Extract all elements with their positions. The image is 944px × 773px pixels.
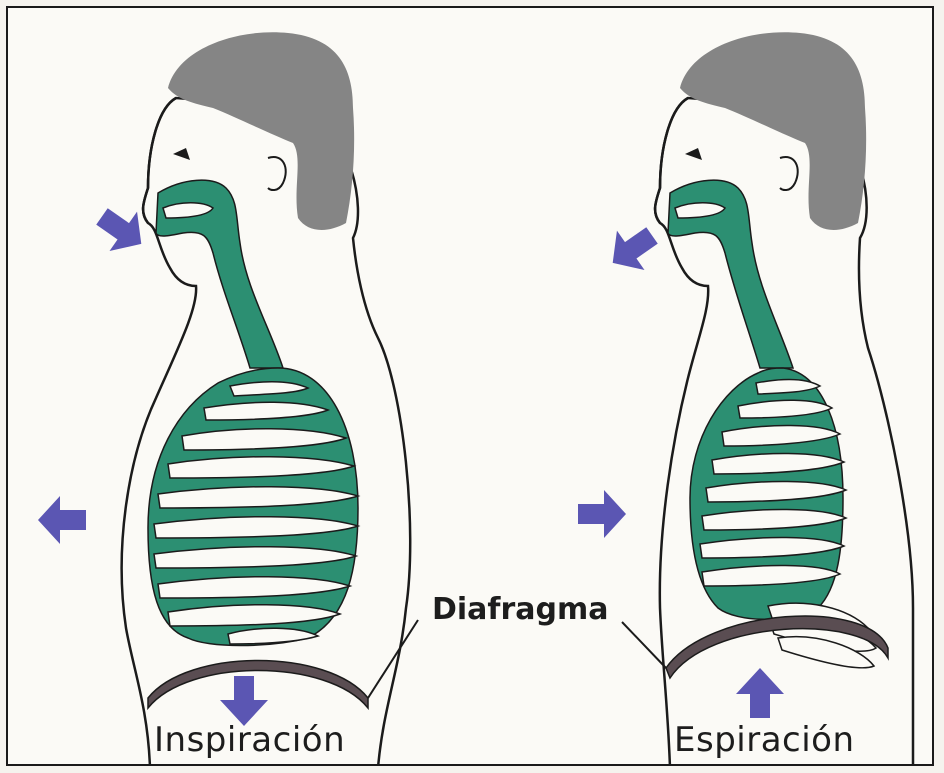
expiration-caption: Espiración — [674, 720, 855, 760]
diaphragm-label: Diafragma — [432, 592, 609, 627]
diagram-frame: .outline { fill: #fbfaf6; stroke: #1b1b1… — [6, 6, 934, 766]
arrow-right-icon — [578, 490, 626, 538]
inspiration-figure — [122, 32, 411, 766]
arrow-out-icon — [599, 216, 666, 283]
inspiration-caption: Inspiración — [154, 720, 345, 760]
expiration-figure — [655, 32, 913, 766]
breathing-diagram: .outline { fill: #fbfaf6; stroke: #1b1b1… — [8, 8, 934, 766]
arrow-left-icon — [38, 496, 86, 544]
diaphragm-leader-right — [622, 622, 666, 668]
